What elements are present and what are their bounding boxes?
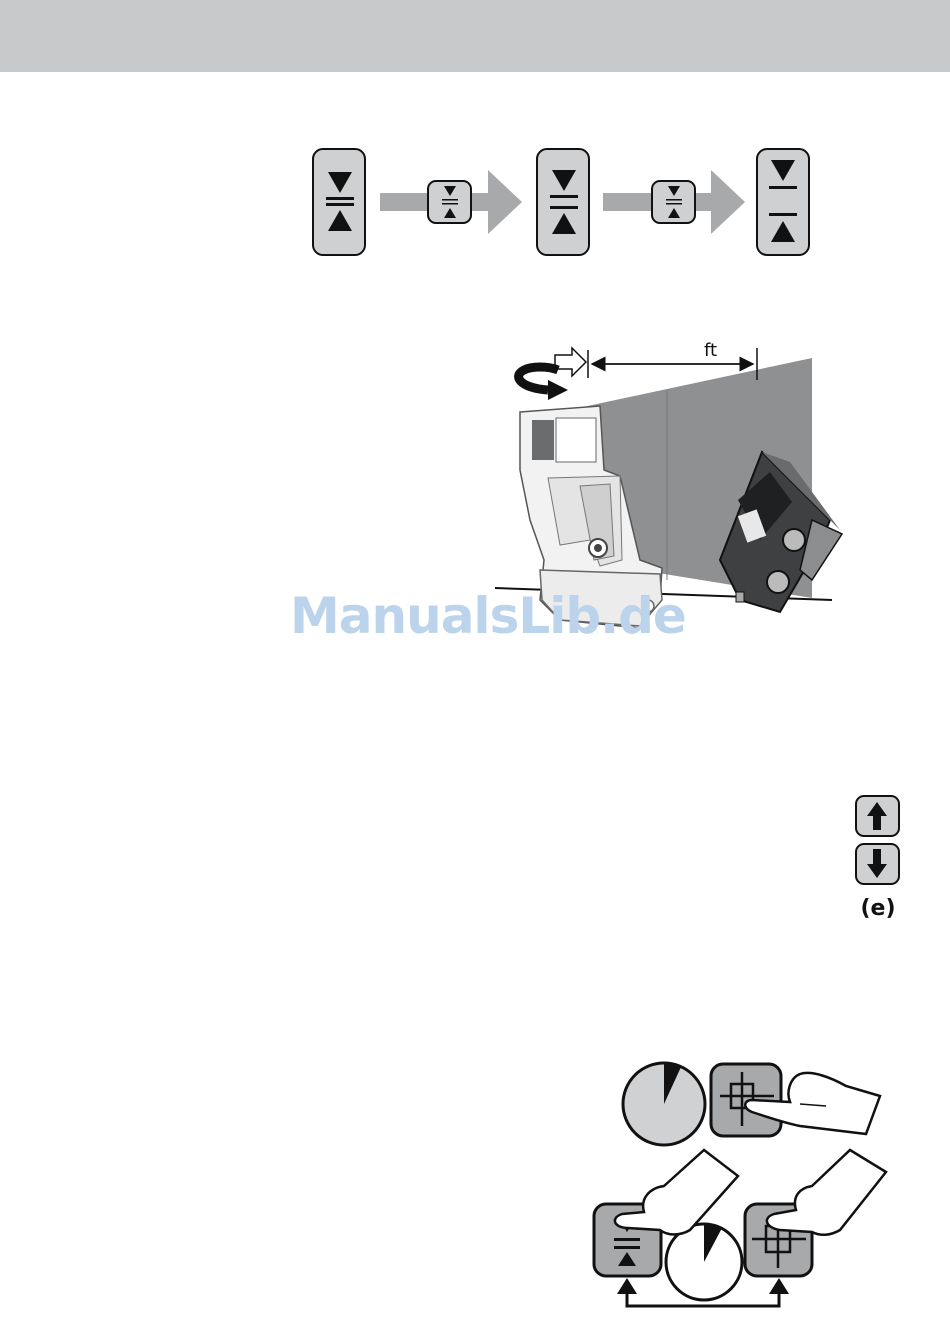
mode-step-3: [757, 149, 809, 255]
transition-arrow-1: [380, 170, 522, 234]
button-group-label: (e): [855, 894, 901, 924]
timer-icon: [623, 1063, 705, 1145]
mode-step-2: [537, 149, 589, 255]
transition-arrow-2: [603, 170, 745, 234]
watermark: ManualsLib.de: [290, 586, 670, 646]
timer-figure: [594, 1063, 886, 1306]
rotate-arrow-icon: [519, 367, 568, 400]
distance-label: ft: [704, 339, 734, 363]
down-button: [856, 844, 899, 884]
pointing-hand-icon: [615, 1150, 738, 1235]
pointing-hand-icon: [767, 1150, 886, 1235]
mode-step-1: [313, 149, 365, 255]
up-button: [856, 796, 899, 836]
